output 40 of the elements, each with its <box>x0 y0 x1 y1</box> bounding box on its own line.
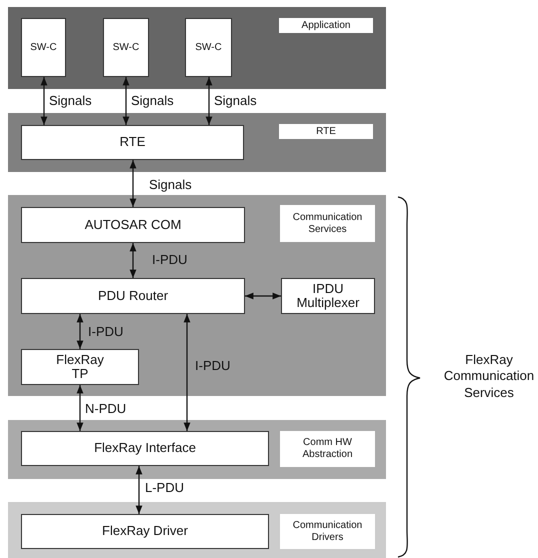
arrow <box>40 77 48 125</box>
layer-band <box>8 195 386 396</box>
module-box: PDU Router <box>21 278 245 314</box>
layer-label: RTE <box>279 124 373 139</box>
arrow <box>245 292 281 300</box>
module-box: FlexRay Interface <box>21 431 269 466</box>
edge-label: I-PDU <box>195 358 230 373</box>
edge-label: I-PDU <box>88 324 124 339</box>
layer-band <box>8 420 386 479</box>
module-box: FlexRay TP <box>21 349 139 385</box>
arrow <box>76 385 84 431</box>
arrow <box>206 77 212 125</box>
edge-label: Signals <box>49 93 92 108</box>
module-box: AUTOSAR COM <box>21 207 245 243</box>
arrow <box>76 314 84 349</box>
module-box: SW-C <box>185 18 232 77</box>
edge-label: N-PDU <box>85 401 126 416</box>
module-box: FlexRay Driver <box>21 514 269 549</box>
arrow <box>136 466 142 514</box>
edge-label: Signals <box>131 93 174 108</box>
layer-label: Communication Services <box>280 205 375 242</box>
layer-label: Communication Drivers <box>280 514 375 549</box>
edge-label: Signals <box>214 93 257 108</box>
layer-label: Comm HW Abstraction <box>280 431 375 467</box>
edge-label: Signals <box>149 177 192 192</box>
arrow <box>184 314 190 431</box>
layer-label: Application <box>279 18 373 33</box>
edge-label: L-PDU <box>145 480 184 495</box>
arrow <box>130 160 136 207</box>
layer-band <box>8 7 386 89</box>
module-box: SW-C <box>21 18 66 77</box>
arrow <box>122 77 130 125</box>
arrow <box>130 243 136 278</box>
edge-label: I-PDU <box>152 252 188 267</box>
layer-band <box>8 113 386 172</box>
layer-band <box>8 502 386 558</box>
group-label: FlexRay Communication Services <box>442 352 536 401</box>
module-box: IPDU Multiplexer <box>281 278 375 314</box>
module-box: RTE <box>21 125 244 160</box>
module-box: SW-C <box>103 18 149 77</box>
